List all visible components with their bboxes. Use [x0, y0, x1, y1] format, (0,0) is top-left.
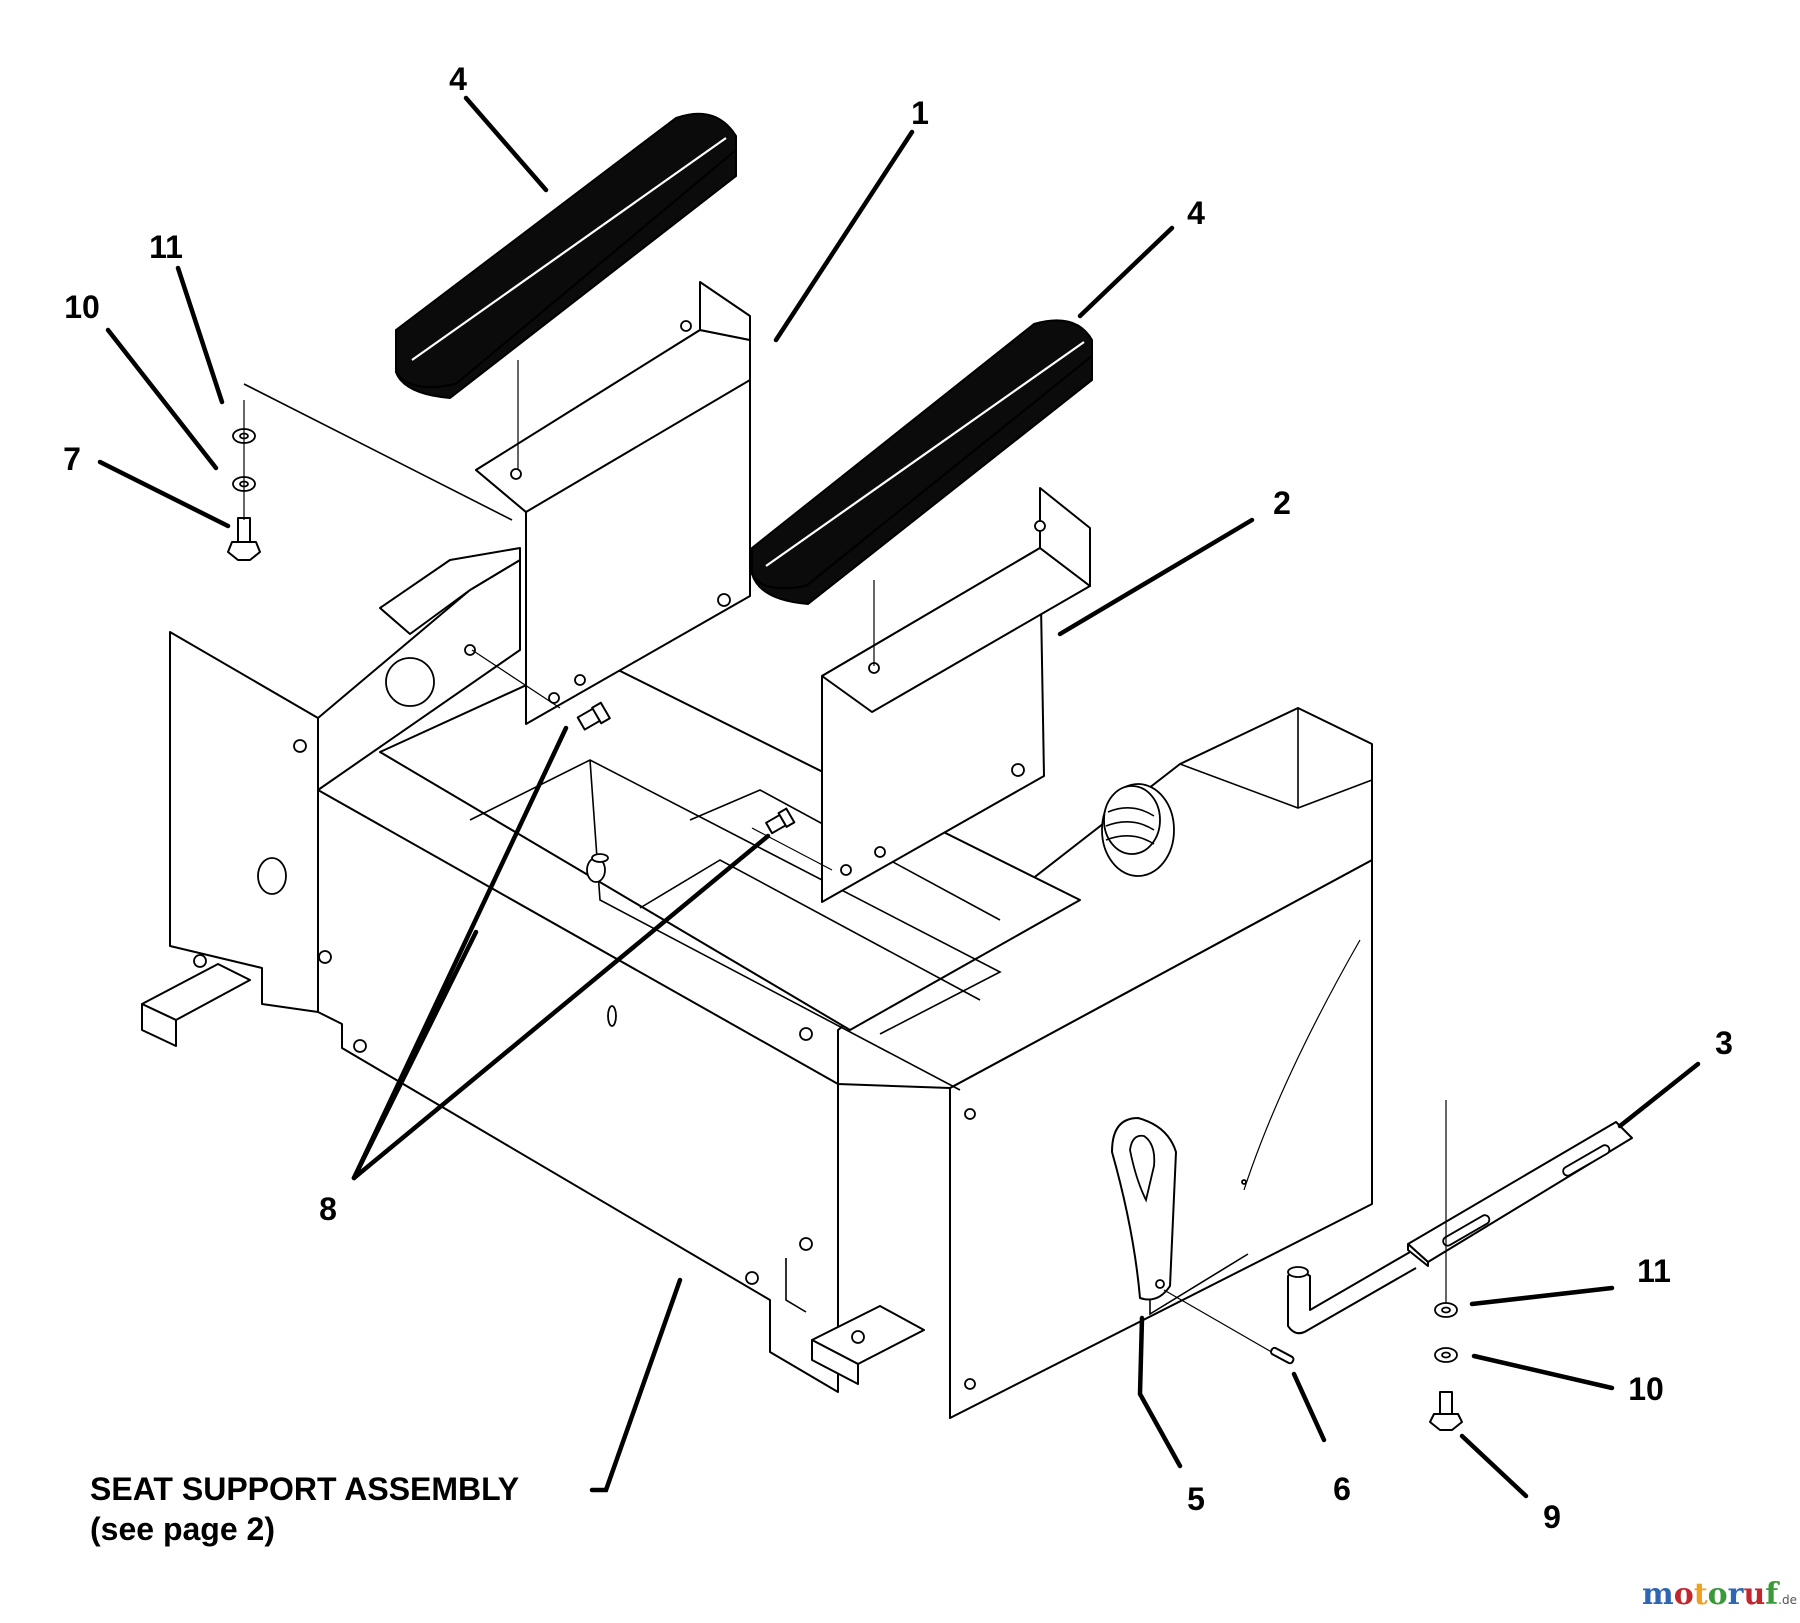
caption-seat-support-assembly: SEAT SUPPORT ASSEMBLY: [90, 1471, 519, 1507]
leader-lines: [97, 95, 1701, 1499]
wm-letter-r: r: [1728, 1577, 1745, 1612]
callout-11-right: 11: [1637, 1253, 1671, 1289]
wm-letter-t: t: [1694, 1577, 1708, 1612]
washer-11-right: [1434, 1302, 1458, 1318]
wm-letter-m: m: [1642, 1577, 1674, 1612]
latch-lever-5: [1111, 1117, 1249, 1316]
svg-text:motoruf.de: motoruf.de: [1642, 1577, 1797, 1612]
washer-10-right: [1434, 1347, 1458, 1363]
bolt-9: [1429, 1391, 1463, 1431]
callout-2: 2: [1273, 485, 1291, 521]
caption-see-page: (see page 2): [90, 1511, 275, 1547]
cotter-pin-6: [1270, 1346, 1295, 1365]
callout-1: 1: [911, 95, 929, 131]
callout-10-right: 10: [1628, 1371, 1664, 1407]
callout-3: 3: [1715, 1025, 1733, 1061]
motoruf-watermark-logo: motoruf.de: [1642, 1577, 1797, 1612]
callout-8: 8: [319, 1191, 337, 1227]
wm-letter-o2: o: [1708, 1577, 1728, 1612]
armrest-bracket-right: [821, 487, 1091, 903]
hitch-strap-3: [1287, 1121, 1633, 1335]
callout-6: 6: [1333, 1471, 1351, 1507]
callout-7: 7: [63, 441, 81, 477]
armrest-pad-right: [751, 319, 1093, 606]
seat-support-frame: [141, 547, 1373, 1419]
callout-9: 9: [1543, 1499, 1561, 1535]
bolt-8-upper: [576, 701, 611, 731]
armrest-pad-left: [395, 112, 737, 400]
callout-4-right: 4: [1187, 195, 1205, 231]
wm-letter-f: f: [1765, 1577, 1780, 1612]
bolt-7: [227, 517, 261, 561]
callout-10-left: 10: [64, 289, 100, 325]
wm-letter-o: o: [1674, 1577, 1694, 1612]
bolt-8-lower: [765, 807, 796, 835]
armrest-bracket-left: [475, 281, 751, 725]
wm-letter-u: u: [1743, 1577, 1765, 1612]
callout-4-left: 4: [449, 61, 467, 97]
callout-11-left: 11: [149, 229, 183, 265]
wm-suffix: .de: [1778, 1593, 1797, 1607]
callout-5: 5: [1187, 1481, 1205, 1517]
